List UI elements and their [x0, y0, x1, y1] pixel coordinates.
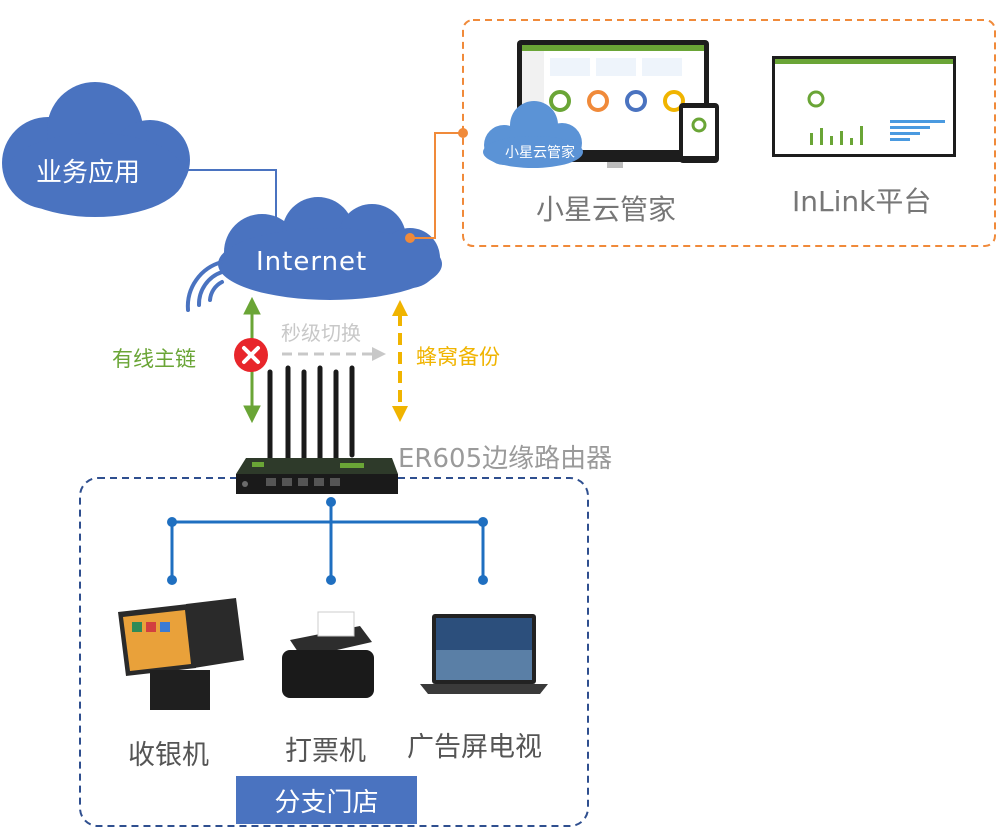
cellular-link-arrow	[392, 300, 408, 422]
link-dot	[458, 128, 468, 138]
business-internet-link	[185, 169, 277, 222]
router-antennas	[267, 365, 355, 463]
laptop-tv-icon	[420, 614, 548, 694]
pos-label: 收银机	[128, 740, 209, 771]
tv-label: 广告屏电视	[407, 732, 542, 763]
switch-label: 秒级切换	[281, 321, 361, 345]
er605-router	[236, 365, 398, 494]
small-cloud-label: 小星云管家	[505, 145, 575, 161]
inlink-dashboard	[772, 56, 956, 157]
platform-group-box	[462, 19, 996, 247]
pos-terminal-icon	[118, 598, 244, 710]
internet-cloud	[218, 197, 442, 300]
switch-arrow	[282, 347, 386, 361]
xiaoxing-platform-label: 小星云管家	[536, 193, 677, 226]
printer-label: 打票机	[285, 736, 366, 767]
router-label: ER605边缘路由器	[398, 444, 613, 474]
wireless-signal-icon	[185, 260, 224, 312]
branch-store-label: 分支门店	[236, 776, 417, 824]
tablet-device	[679, 103, 719, 163]
link-failure-icon	[234, 338, 268, 372]
wired-link-label: 有线主链	[112, 347, 196, 371]
receipt-printer-icon	[282, 611, 374, 698]
business-cloud	[2, 82, 190, 217]
internet-cloud-label: Internet	[256, 247, 368, 277]
tree-dots	[167, 497, 488, 585]
business-cloud-label: 业务应用	[36, 158, 141, 188]
device-tree	[170, 502, 485, 580]
cellular-link-label: 蜂窝备份	[416, 345, 500, 369]
inlink-platform-label: InLink平台	[792, 185, 932, 218]
internet-platform-link	[410, 132, 463, 239]
link-dot	[405, 233, 415, 243]
xiaoxing-small-cloud	[483, 101, 583, 168]
